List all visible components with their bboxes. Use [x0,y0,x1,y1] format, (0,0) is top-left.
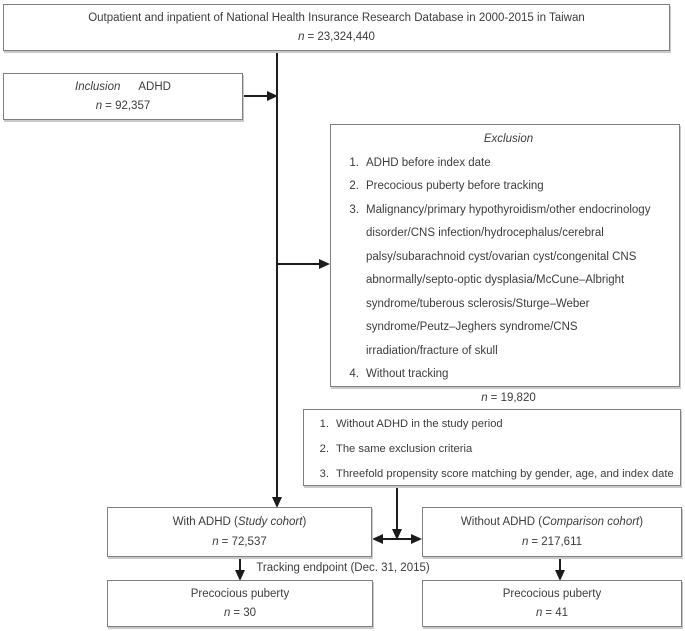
comparison-down-arrowhead [555,570,565,581]
exclusion-count: n= 19,820 [481,391,536,404]
study-down-line [239,557,241,571]
matching-item-1: 1. Without ADHD in the study period [319,418,503,430]
main-flow-line [276,51,278,498]
database-count: n= 23,324,440 [298,31,375,43]
inclusion-count: n= 92,357 [95,100,151,112]
precocious-puberty-comparison-text: Precocious puberty [502,588,602,600]
matching-item-3: 3. Threefold propensity score matching b… [319,468,674,480]
matching-connector-line [396,486,398,530]
exclusion-item-3: 3. Malignancy/primary hypothyroidism/oth… [349,203,651,357]
cohort-link-arrowhead-right [411,534,422,544]
exclusion-item-1: 1. ADHD before index date [349,156,491,169]
study-cohort-count: n= 72,537 [212,536,267,548]
inclusion-connector-line [243,95,268,97]
exclusion-item-2: 2. Precocious puberty before tracking [349,180,544,192]
matching-arrowhead [392,529,402,540]
study-down-arrowhead [235,570,245,581]
inclusion-arrowhead [267,91,278,101]
study-cohort-box: With ADHD (Study cohort) n= 72,537 [107,507,372,557]
exclusion-arrowhead [319,259,330,269]
comparison-cohort-text: Without ADHD (Comparison cohort) [460,516,644,528]
matching-item-2: 2. The same exclusion criteria [319,443,473,455]
main-flow-arrowhead [272,497,282,508]
exclusion-box: Exclusion 1. ADHD before index date 2. P… [330,124,680,404]
precocious-puberty-comparison-box: Precocious puberty n= 41 [422,580,682,627]
comparison-cohort-count: n= 217,611 [521,536,583,548]
cohort-link-arrowhead-left [372,534,383,544]
tracking-endpoint-label: Tracking endpoint (Dec. 31, 2015) [256,562,430,574]
study-cohort-text: With ADHD (Study cohort) [172,516,307,528]
precocious-puberty-study-text: Precocious puberty [190,588,290,600]
comparison-down-line [559,557,561,571]
matching-criteria-box: 1. Without ADHD in the study period 2. T… [303,409,681,486]
exclusion-connector-line [277,263,320,265]
database-text: Outpatient and inpatient of National Hea… [88,12,585,24]
database-box: Outpatient and inpatient of National Hea… [3,4,670,51]
cohort-link-line [380,538,414,540]
precocious-puberty-study-box: Precocious puberty n= 30 [107,580,373,627]
precocious-puberty-comparison-count: n= 41 [535,607,569,619]
comparison-cohort-box: Without ADHD (Comparison cohort) n= 217,… [422,507,682,557]
exclusion-title: Exclusion [483,133,534,145]
precocious-puberty-study-count: n= 30 [223,607,257,619]
exclusion-item-4: 4. Without tracking [349,368,449,380]
